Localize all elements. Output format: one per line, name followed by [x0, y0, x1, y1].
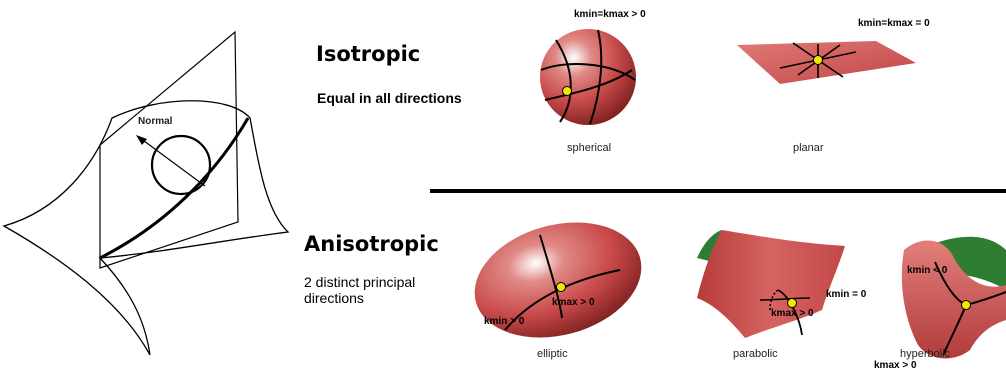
parabolic-kmin-label: kmin = 0 [826, 289, 866, 300]
normal-arrow [140, 138, 205, 186]
elliptic-kmax-label: kmax > 0 [552, 297, 595, 308]
parabolic-kmax-label: kmax > 0 [771, 308, 814, 319]
normal-arrowhead [136, 135, 147, 145]
principal-curve-bold [100, 118, 248, 258]
spherical-caption: spherical [567, 142, 611, 154]
parabolic-point [788, 299, 797, 308]
plane-shape [737, 41, 916, 84]
isotropic-title: Isotropic [316, 42, 420, 66]
ellipsoid-shape [462, 205, 655, 355]
hyperbolic-point [962, 301, 971, 310]
elliptic-kmin-label: kmin > 0 [484, 316, 524, 327]
hyperbolic-kmax-label: kmax > 0 [874, 360, 917, 371]
elliptic-caption: elliptic [537, 348, 568, 360]
osculating-circle [152, 136, 210, 194]
planar-caption: planar [793, 142, 824, 154]
parabolic-caption: parabolic [733, 348, 778, 360]
anisotropic-title: Anisotropic [304, 232, 439, 256]
isotropic-description: Equal in all directions [317, 90, 462, 106]
hyperbolic-caption: hyperbolic [900, 348, 950, 360]
parabolic-shape [697, 230, 845, 338]
tangent-plane [100, 32, 238, 268]
anisotropic-description-line2: directions [304, 290, 364, 306]
ellipsoid-point [557, 283, 566, 292]
normal-label: Normal [138, 116, 172, 127]
hyperbolic-kmin-label: kmin < 0 [907, 265, 947, 276]
anisotropic-description-line1: 2 distinct principal [304, 274, 415, 290]
sphere-point [563, 87, 572, 96]
planar-curvature-label: kmin=kmax = 0 [858, 18, 930, 29]
plane-point [814, 56, 823, 65]
spherical-curvature-label: kmin=kmax > 0 [574, 9, 646, 20]
